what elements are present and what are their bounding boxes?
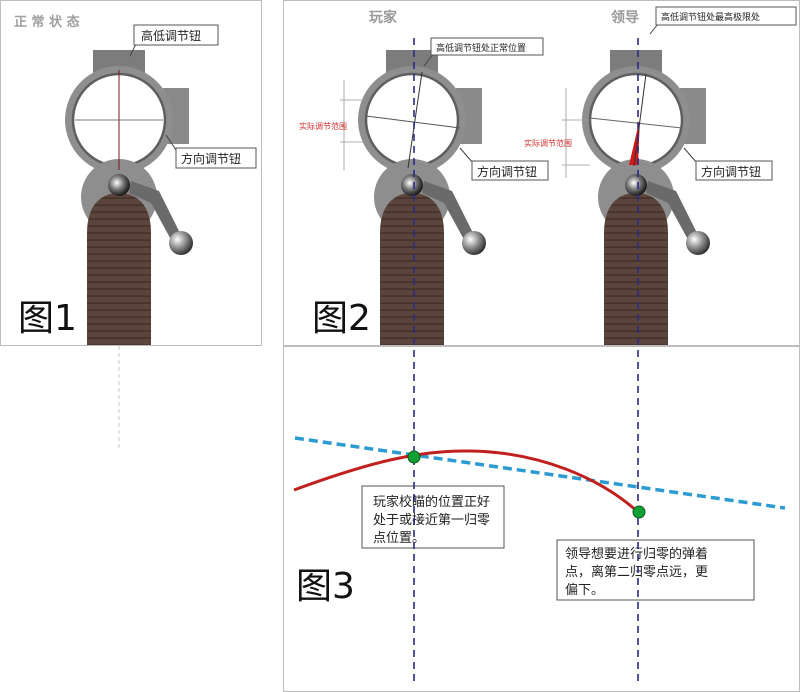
player-note-line-2: 处于或接近第一归零 [373,512,490,528]
fig1-windage-callout-box [175,147,257,169]
player-header: 玩家 [369,9,398,26]
leader-horizontal-reticle [589,117,683,129]
player-note-box [361,485,505,549]
fig1-elevation-leader [129,43,137,57]
leader-header: 领导 [611,9,639,26]
limit-position-leader [649,23,659,35]
fig1-windage-leader [165,134,177,151]
leader-windage-leader [683,147,698,164]
fig1-elevation-callout-box [133,24,219,46]
player-note-line-3: 点位置。 [373,531,425,546]
leader-impact-point [632,505,646,519]
player-zero-point [407,450,421,464]
player-horizontal-reticle [365,115,461,129]
limit-position-callout: 高低调节钮处最高极限处 [661,11,760,23]
leader-vertical-reticle [633,73,647,167]
player-note-line-1: 玩家校瞄的位置正好 [373,494,490,510]
limit-position-callout-box [655,6,797,26]
figure-3-label: 图3 [296,566,355,607]
figure-2: 玩家 领导 实际调节范围 实际调节范围 高低调节钮处正常位置 高低调节钮处最高极… [283,0,800,346]
player-windage-leader [459,147,474,164]
player-windage-callout: 方向调节钮 [477,164,537,179]
normal-state-label: 正 常 状 态 [14,14,80,30]
leader-note-box [556,539,755,601]
leader-note-line-2: 点，离第二归零点远，更 [565,564,708,580]
leader-windage-callout-box [695,160,773,181]
figure-3-frame [283,346,800,692]
line-of-sight [294,436,786,510]
fig1-windage-callout: 方向调节钮 [181,151,241,166]
player-windage-callout-box [471,160,549,181]
figure-2-label: 图2 [312,298,371,339]
leader-reticle-offset-wedge [629,118,640,165]
leader-note: 领导想要进行归零的弹着 点，离第二归零点远，更 偏下。 [565,546,712,598]
range-label-right: 实际调节范围 [524,138,572,148]
figure-1: 正 常 状 态 高低调节钮 方向调节钮 图1 [0,0,262,450]
player-vertical-reticle [407,71,423,169]
leader-note-line-1: 领导想要进行归零的弹着 [565,546,708,562]
player-note: 玩家校瞄的位置正好 处于或接近第一归零 点位置。 [373,494,494,546]
figure-1-label: 图1 [18,298,77,339]
figure-3: 玩家校瞄的位置正好 处于或接近第一归零 点位置。 领导想要进行归零的弹着 点，离… [283,346,800,692]
normal-position-callout: 高低调节钮处正常位置 [436,42,526,54]
leader-windage-callout: 方向调节钮 [701,164,761,179]
leader-note-line-3: 偏下。 [565,583,604,598]
normal-position-callout-box [430,37,544,56]
range-label-left: 实际调节范围 [299,121,347,131]
bullet-trajectory [293,449,639,514]
fig1-elevation-callout: 高低调节钮 [141,28,201,43]
